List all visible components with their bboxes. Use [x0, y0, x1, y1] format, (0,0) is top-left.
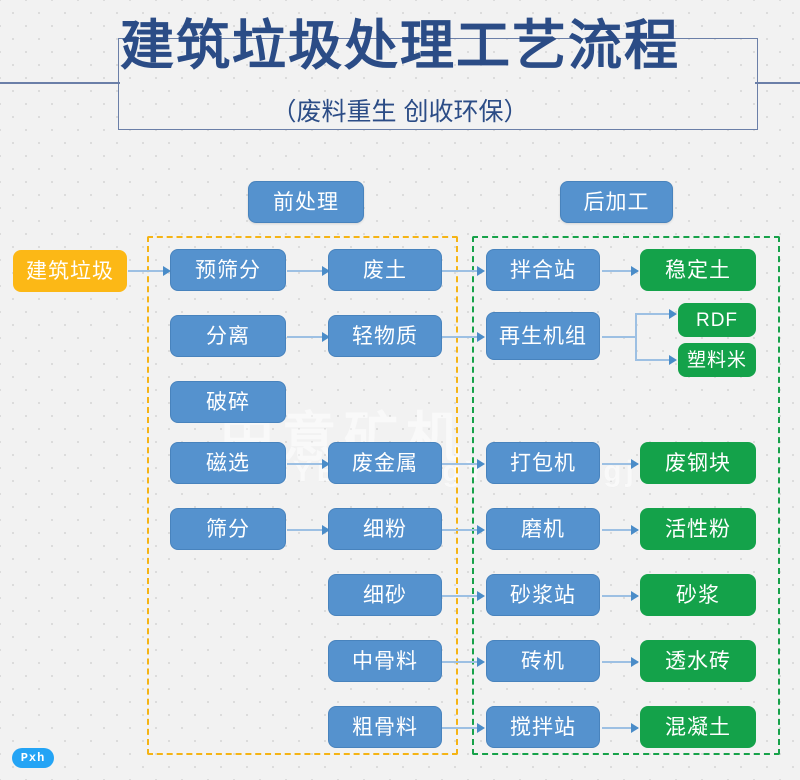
- node-fine-powder[interactable]: 细粉: [328, 508, 442, 550]
- connector-recycling-unit-riser: [635, 313, 637, 360]
- page-header: 建筑垃圾处理工艺流程 （废料重生 创收环保）: [0, 0, 800, 160]
- connector-brick-machine-to-permeable-brick: [602, 661, 638, 663]
- arrow-fine-sand-to-mortar-station: [477, 591, 485, 601]
- node-brick-machine[interactable]: 砖机: [486, 640, 600, 682]
- arrow-light-material-to-recycling-unit: [477, 332, 485, 342]
- connector-recycling-unit-to-rdf: [635, 313, 671, 315]
- connector-mixing-plant-to-concrete: [602, 727, 638, 729]
- connector-mortar-station-to-mortar: [602, 595, 638, 597]
- arrow-mortar-station-to-mortar: [631, 591, 639, 601]
- page-subtitle-text: （废料重生 创收环保）: [261, 98, 539, 126]
- connector-recycling-unit-stem: [602, 336, 636, 338]
- connector-separation-to-light-material: [287, 336, 323, 338]
- node-grinder[interactable]: 磨机: [486, 508, 600, 550]
- arrow-recycling-unit-to-plastic-pellet: [669, 355, 677, 365]
- arrow-mixing-plant-to-concrete: [631, 723, 639, 733]
- connector-screening-to-fine-powder: [287, 529, 323, 531]
- node-input-construction-waste[interactable]: 建筑垃圾: [13, 250, 127, 292]
- pxh-badge: Pxh: [12, 748, 54, 768]
- node-coarse-aggregate[interactable]: 粗骨料: [328, 706, 442, 748]
- arrow-recycling-unit-to-rdf: [669, 309, 677, 319]
- node-crushing[interactable]: 破碎: [170, 381, 286, 423]
- connector-grinder-to-active-powder: [602, 529, 638, 531]
- node-pre-screening[interactable]: 预筛分: [170, 249, 286, 291]
- connector-magnetic-to-scrap-metal: [287, 463, 323, 465]
- arrow-screening-to-fine-powder: [322, 525, 330, 535]
- connector-scrap-metal-to-baler: [442, 463, 478, 465]
- arrow-magnetic-to-scrap-metal: [322, 459, 330, 469]
- node-scrap-metal[interactable]: 废金属: [328, 442, 442, 484]
- arrow-input-to-pre-screen: [163, 266, 171, 276]
- node-separation[interactable]: 分离: [170, 315, 286, 357]
- connector-coarse-aggregate-to-mixing-plant: [442, 727, 478, 729]
- node-mixing-plant[interactable]: 搅拌站: [486, 706, 600, 748]
- connector-baler-to-scrap-steel: [602, 463, 638, 465]
- arrow-baler-to-scrap-steel: [631, 459, 639, 469]
- page-subtitle: （废料重生 创收环保）: [0, 95, 800, 129]
- arrow-grinder-to-active-powder: [631, 525, 639, 535]
- header-frame: [118, 38, 758, 130]
- node-baler[interactable]: 打包机: [486, 442, 600, 484]
- arrow-medium-aggregate-to-brick-machine: [477, 657, 485, 667]
- arrow-pre-screen-to-waste-soil: [322, 266, 330, 276]
- node-stabilized-soil[interactable]: 稳定土: [640, 249, 756, 291]
- arrow-scrap-metal-to-baler: [477, 459, 485, 469]
- node-mortar[interactable]: 砂浆: [640, 574, 756, 616]
- node-waste-soil[interactable]: 废土: [328, 249, 442, 291]
- connector-medium-aggregate-to-brick-machine: [442, 661, 478, 663]
- header-rule-left: [0, 82, 120, 84]
- connector-recycling-unit-to-plastic-pellet: [635, 359, 671, 361]
- arrow-fine-powder-to-grinder: [477, 525, 485, 535]
- connector-fine-powder-to-grinder: [442, 529, 478, 531]
- arrow-waste-soil-to-mixing-station: [477, 266, 485, 276]
- arrow-mixing-station-to-stabilized-soil: [631, 266, 639, 276]
- page-title: 建筑垃圾处理工艺流程: [120, 16, 680, 76]
- node-rdf[interactable]: RDF: [678, 303, 756, 337]
- node-mixing-station[interactable]: 拌合站: [486, 249, 600, 291]
- group-frame-post-processing: [472, 236, 780, 755]
- group-header-post-processing[interactable]: 后加工: [560, 181, 673, 223]
- header-rule-right: [755, 82, 800, 84]
- connector-pre-screen-to-waste-soil: [287, 270, 323, 272]
- node-concrete[interactable]: 混凝土: [640, 706, 756, 748]
- node-plastic-pellet[interactable]: 塑料米: [678, 343, 756, 377]
- connector-mixing-station-to-stabilized-soil: [602, 270, 638, 272]
- node-mortar-station[interactable]: 砂浆站: [486, 574, 600, 616]
- node-fine-sand[interactable]: 细砂: [328, 574, 442, 616]
- node-active-powder[interactable]: 活性粉: [640, 508, 756, 550]
- connector-input-to-pre-screen: [128, 270, 164, 272]
- node-scrap-steel[interactable]: 废钢块: [640, 442, 756, 484]
- node-medium-aggregate[interactable]: 中骨料: [328, 640, 442, 682]
- node-light-material[interactable]: 轻物质: [328, 315, 442, 357]
- connector-fine-sand-to-mortar-station: [442, 595, 478, 597]
- connector-waste-soil-to-mixing-station: [442, 270, 478, 272]
- node-screening[interactable]: 筛分: [170, 508, 286, 550]
- node-permeable-brick[interactable]: 透水砖: [640, 640, 756, 682]
- node-magnetic-separation[interactable]: 磁选: [170, 442, 286, 484]
- arrow-separation-to-light-material: [322, 332, 330, 342]
- connector-light-material-to-recycling-unit: [442, 336, 478, 338]
- arrow-coarse-aggregate-to-mixing-plant: [477, 723, 485, 733]
- group-header-pre-processing[interactable]: 前处理: [248, 181, 364, 223]
- group-frame-pre-processing: [147, 236, 458, 755]
- node-recycling-unit[interactable]: 再生机组: [486, 312, 600, 360]
- arrow-brick-machine-to-permeable-brick: [631, 657, 639, 667]
